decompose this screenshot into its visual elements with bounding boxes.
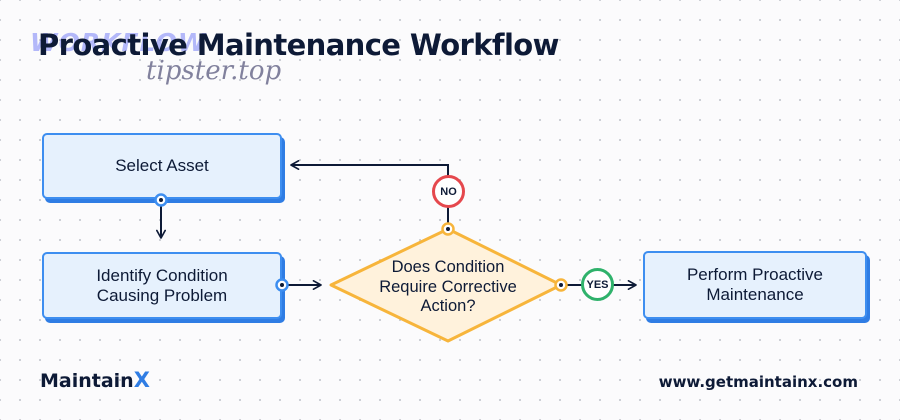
maintainx-logo: MaintainX (40, 368, 150, 392)
select-asset-label: Select Asset (115, 156, 209, 175)
no-badge: NO (432, 175, 465, 208)
decision-label: Does Condition Require Corrective Action… (379, 258, 517, 315)
page-title: Proactive Maintenance Workflow (38, 28, 559, 62)
connector-dot-identify-inner (280, 283, 284, 287)
logo-mark: X (133, 368, 150, 392)
watermark-top: WORKFLOW (30, 28, 207, 57)
logo-text: Maintain (40, 370, 134, 392)
decision-diamond (329, 227, 563, 343)
yes-badge: YES (581, 268, 614, 301)
identify-condition-box: Identify Condition Causing Problem (42, 252, 282, 319)
website-url: www.getmaintainx.com (658, 373, 858, 391)
perform-maintenance-label: Perform Proactive Maintenance (686, 265, 824, 304)
identify-condition-label: Identify Condition Causing Problem (96, 265, 228, 305)
connector-dot-decision-top-inner (446, 227, 450, 231)
perform-maintenance-box: Perform Proactive Maintenance (643, 251, 867, 319)
watermark-bottom: tipster.top (146, 56, 282, 86)
arrow-no-to-select (290, 160, 449, 225)
connector-dot-decision-right-inner (559, 283, 563, 287)
connector-dot-select-inner (159, 198, 163, 202)
